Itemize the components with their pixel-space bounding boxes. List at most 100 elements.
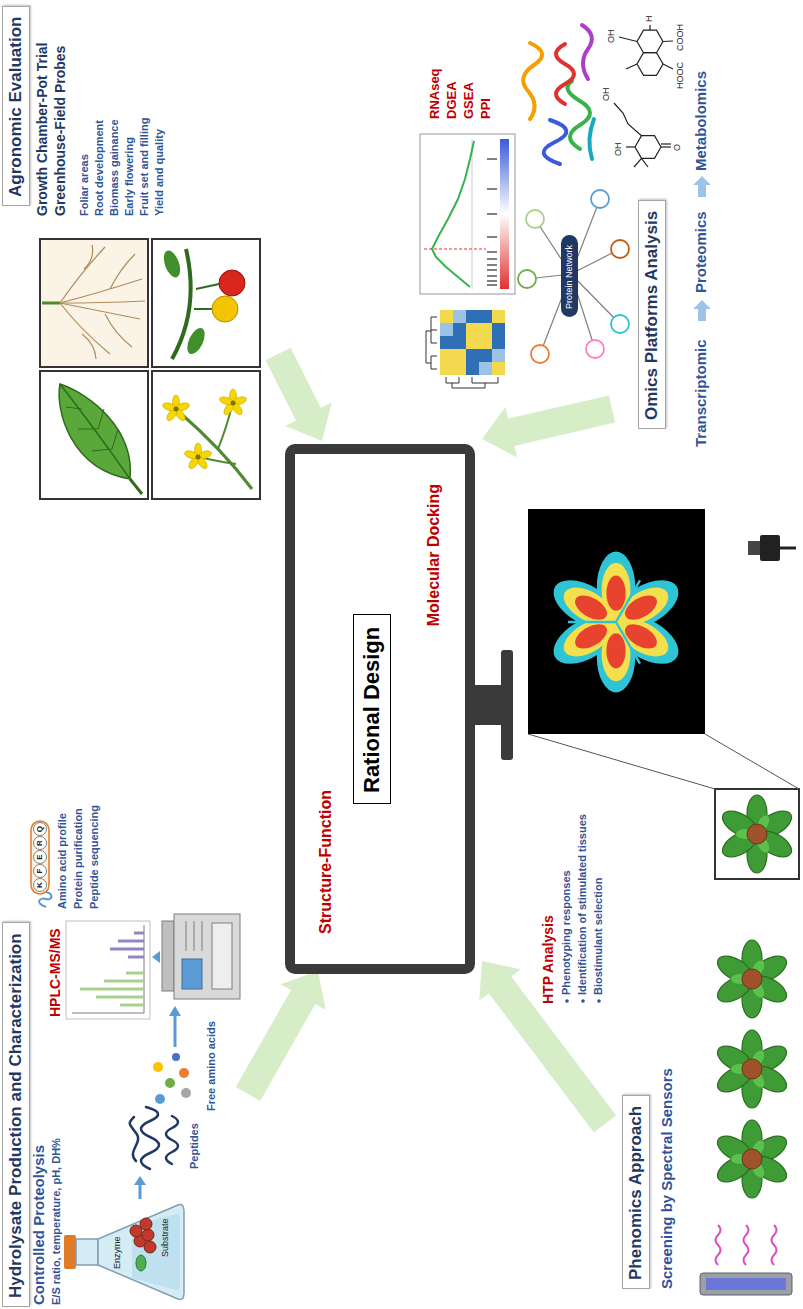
thermal-image (528, 509, 705, 734)
molecule-structures-part (626, 146, 635, 147)
fruits-panel-part (212, 296, 238, 322)
heatmap-part (453, 349, 466, 362)
list-item: Early flowering (123, 137, 136, 216)
plant-row (713, 789, 799, 1198)
method-label: Structure-Function (317, 790, 335, 934)
flow-arrow-part (152, 951, 160, 963)
bullet-dots-part (597, 999, 601, 1003)
roots-panel-part (42, 302, 60, 305)
spectral-lamp-part (716, 1225, 777, 1265)
mass-spectrum-chart-part-part (104, 980, 144, 983)
monitor-stand (475, 650, 513, 760)
molecule-structures-part (642, 158, 649, 167)
chemical-group: COOH (675, 24, 685, 51)
amino-acid-dots-part (181, 1088, 191, 1098)
subsection-heading: Screening by Spectral Sensors (658, 1068, 675, 1289)
molecule-structures-part (637, 30, 663, 53)
amino-acid-dots-part (155, 1094, 165, 1104)
molecule-structures-part (619, 37, 637, 42)
flowers-panel-part (152, 371, 260, 499)
protein-network-links-part (518, 190, 629, 363)
bullet-dots-part (581, 999, 585, 1003)
heatmap-part (492, 362, 505, 375)
molecule-structures-part (663, 64, 673, 69)
gsea-plot-part-part (487, 276, 497, 277)
illustration-label: Enzyme (112, 1236, 122, 1269)
mass-spectrum-chart-part-part (80, 988, 144, 991)
residue-letter: K (35, 879, 45, 891)
peptide-beads-part (34, 879, 47, 892)
flask-illustration (64, 1205, 184, 1300)
peptide-beads-part (34, 837, 47, 850)
peptide-beads-part (34, 851, 47, 864)
protein-network-links (518, 190, 629, 363)
gsea-plot-part (420, 134, 515, 294)
residue-letter: R (35, 837, 45, 849)
flask-illustration-part (142, 1229, 154, 1241)
box-text: Agronomic Evaluation (6, 15, 26, 197)
protein-ribbon (523, 25, 594, 164)
list-item: Peptide sequencing (88, 805, 101, 909)
heatmap-part (492, 310, 505, 323)
gsea-plot-part (487, 159, 497, 285)
roots-panel-part-part (105, 314, 132, 347)
flask-illustration-part (76, 1239, 98, 1265)
fruits-panel-part (152, 239, 260, 367)
list-item: Foliar areas (78, 154, 91, 216)
gsea-plot-part-part (487, 189, 497, 190)
chemical-group: OH (613, 143, 623, 157)
peptide-chains (130, 1107, 178, 1169)
roots-panel-part-part (84, 245, 93, 269)
omics-step: Metabolomics (692, 71, 709, 171)
heatmap-part (466, 336, 479, 349)
hplc-instrument-part (174, 914, 240, 999)
protein-network-links-part-part (518, 270, 536, 288)
heatmap-part (446, 377, 498, 388)
box-text: Hydrolysate Production and Characterizat… (6, 931, 26, 1298)
molecule-structures-part (649, 25, 650, 30)
flow-arrow-part (174, 1016, 177, 1047)
heatmap-part (440, 349, 453, 362)
technique-label: HPLC-MS/MS (47, 928, 63, 1017)
roots-panel-part-part (82, 334, 96, 359)
method-label: Molecular Docking (425, 484, 443, 626)
mass-spectrum-chart-part (66, 921, 150, 1019)
peptide-beads-part (31, 821, 49, 894)
flowers-panel-part (178, 411, 252, 489)
illustration-label: Peptides (188, 1123, 201, 1169)
heatmap-part (492, 349, 505, 362)
roots-panel (40, 239, 148, 367)
process-parameters: E/S ratio, temperature, pH, DH% (50, 1138, 63, 1305)
heatmap-part (466, 310, 479, 323)
camera-icon (748, 535, 796, 561)
protein-network-links-part-part (611, 315, 629, 333)
chemical-group: O (672, 144, 682, 151)
heatmap-part (440, 336, 453, 349)
hplc-instrument-part (212, 923, 232, 989)
molecule-structures-part (635, 136, 661, 159)
big-green-arrow (266, 348, 332, 441)
leaf-panel-part (40, 371, 148, 499)
analysis-label: RNAseq (428, 68, 443, 119)
gsea-plot-part (472, 139, 473, 289)
roots-panel-part-part (60, 303, 110, 354)
roots-panel-part-part (60, 279, 142, 303)
spectral-lamp-part-part (772, 1225, 777, 1265)
molecule-structures-part (661, 143, 671, 144)
heatmap-part (466, 362, 479, 375)
heatmap-part (466, 323, 479, 336)
hplc-instrument-part (162, 921, 174, 991)
heatmap-part (453, 310, 466, 323)
flow-arrow-part (139, 1185, 142, 1199)
thermal-image-part (545, 552, 686, 693)
projection-lines-part (528, 734, 715, 789)
mass-spectrum-chart-part-part (128, 956, 144, 959)
subsection-heading: Greenhouse-Field Probes (52, 46, 68, 216)
flask-illustration-part (144, 1241, 156, 1253)
flowers-panel (152, 371, 260, 499)
protein-network-links-part-part (571, 274, 620, 324)
list-item: Yield and quality (153, 129, 166, 216)
molecule-structures-part (634, 158, 642, 167)
mass-spectrum-chart-part (80, 973, 144, 1005)
gsea-plot-part-part (487, 259, 497, 260)
